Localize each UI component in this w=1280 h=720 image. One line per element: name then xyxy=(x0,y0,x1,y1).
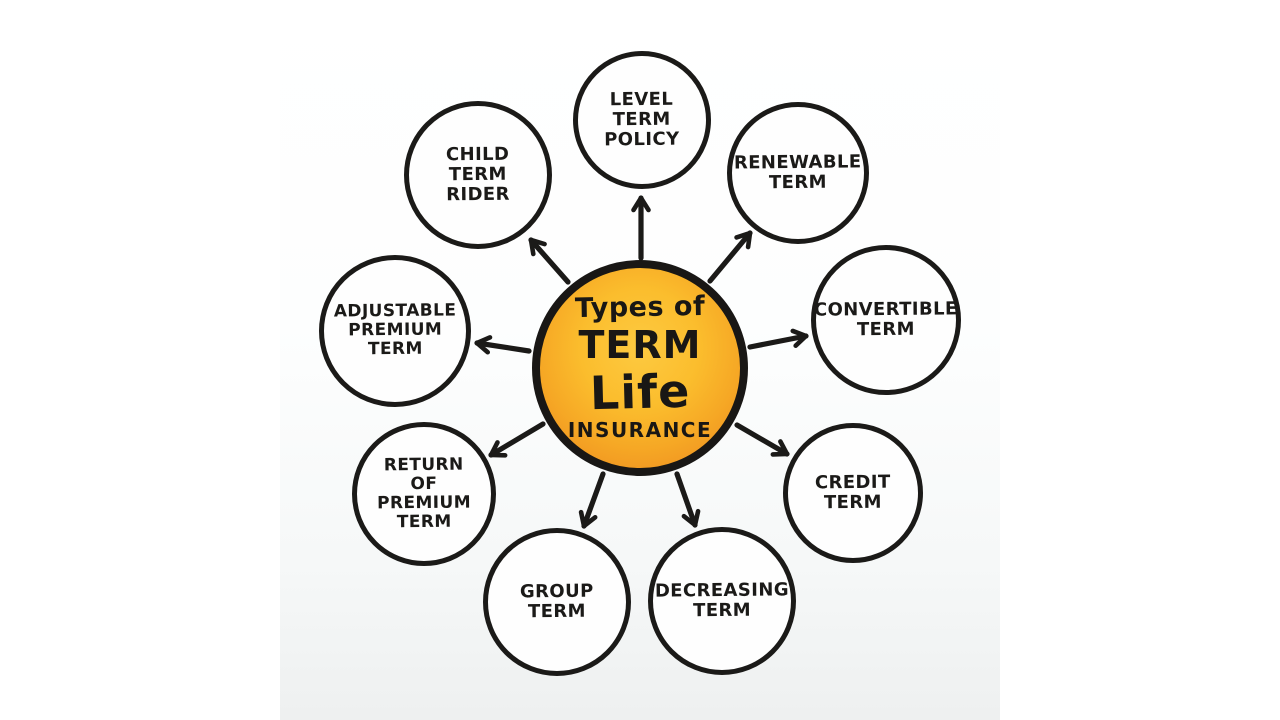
node-convertible-term: CONVERTIBLE TERM xyxy=(811,245,961,395)
node-group-term: GROUP TERM xyxy=(483,528,631,676)
node-label: CHILD TERM RIDER xyxy=(446,143,511,206)
node-adjustable-premium-term: ADJUSTABLE PREMIUM TERM xyxy=(319,255,471,407)
node-label: RETURN OF PREMIUM TERM xyxy=(377,454,472,533)
node-label: DECREASING TERM xyxy=(654,579,790,622)
center-node-types-of-term-life-insurance: Types of TERM Life INSURANCE xyxy=(532,260,748,476)
node-decreasing-term: DECREASING TERM xyxy=(648,527,796,675)
node-label: ADJUSTABLE PREMIUM TERM xyxy=(333,300,457,360)
node-return-of-premium-term: RETURN OF PREMIUM TERM xyxy=(352,422,496,566)
node-label: CREDIT TERM xyxy=(814,471,891,514)
node-label: LEVEL TERM POLICY xyxy=(604,88,680,151)
center-title-line: INSURANCE xyxy=(567,418,713,442)
node-label: RENEWABLE TERM xyxy=(734,151,862,194)
node-label: GROUP TERM xyxy=(519,580,594,623)
center-title-line: Life xyxy=(589,363,691,421)
node-renewable-term: RENEWABLE TERM xyxy=(727,102,869,244)
node-label: CONVERTIBLE TERM xyxy=(813,298,958,341)
node-credit-term: CREDIT TERM xyxy=(783,423,923,563)
center-title-line: Types of xyxy=(574,290,706,325)
node-child-term-rider: CHILD TERM RIDER xyxy=(404,101,552,249)
node-level-term-policy: LEVEL TERM POLICY xyxy=(573,51,711,189)
center-title-line: TERM xyxy=(578,323,702,367)
